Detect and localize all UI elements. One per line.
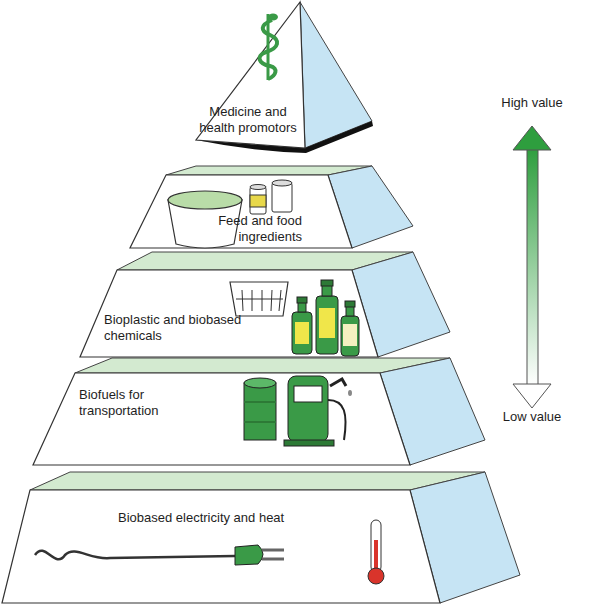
snake-head bbox=[268, 14, 278, 21]
layer-front-face bbox=[2, 490, 440, 603]
layer-label: Medicine and health promotors bbox=[190, 104, 306, 136]
layer-top-face bbox=[30, 472, 485, 490]
layer-front-face bbox=[33, 373, 410, 465]
pyramid-layer: Biobased electricity and heat bbox=[2, 490, 440, 603]
arrow-head bbox=[513, 384, 551, 408]
arrow-head bbox=[513, 126, 551, 150]
layer-front-face bbox=[80, 270, 378, 357]
layer-label: Bioplastic and biobased chemicals bbox=[104, 312, 244, 344]
layer-top-face bbox=[117, 252, 413, 270]
pyramid-layer: Feed and food ingredients bbox=[130, 175, 352, 248]
layer-outline bbox=[33, 373, 410, 465]
layer-label: Feed and food ingredients bbox=[186, 213, 302, 245]
value-arrow bbox=[513, 126, 551, 408]
layer-front-face bbox=[130, 175, 352, 248]
layer-label: Biofuels for transportation bbox=[79, 387, 184, 419]
value-label: Low value bbox=[482, 409, 582, 425]
pyramid-layer: Medicine and health promotors bbox=[196, 2, 305, 148]
layer-top-face bbox=[75, 358, 450, 373]
layer-top-face bbox=[166, 166, 372, 175]
tip-side-face bbox=[300, 2, 372, 148]
pyramid-layer: Bioplastic and biobased chemicals bbox=[80, 270, 378, 357]
layer-outline bbox=[2, 490, 440, 603]
pyramid-layer: Biofuels for transportation bbox=[33, 373, 410, 465]
arrow-shaft bbox=[527, 148, 538, 386]
value-label: High value bbox=[482, 95, 582, 111]
layer-label: Biobased electricity and heat bbox=[118, 510, 378, 526]
